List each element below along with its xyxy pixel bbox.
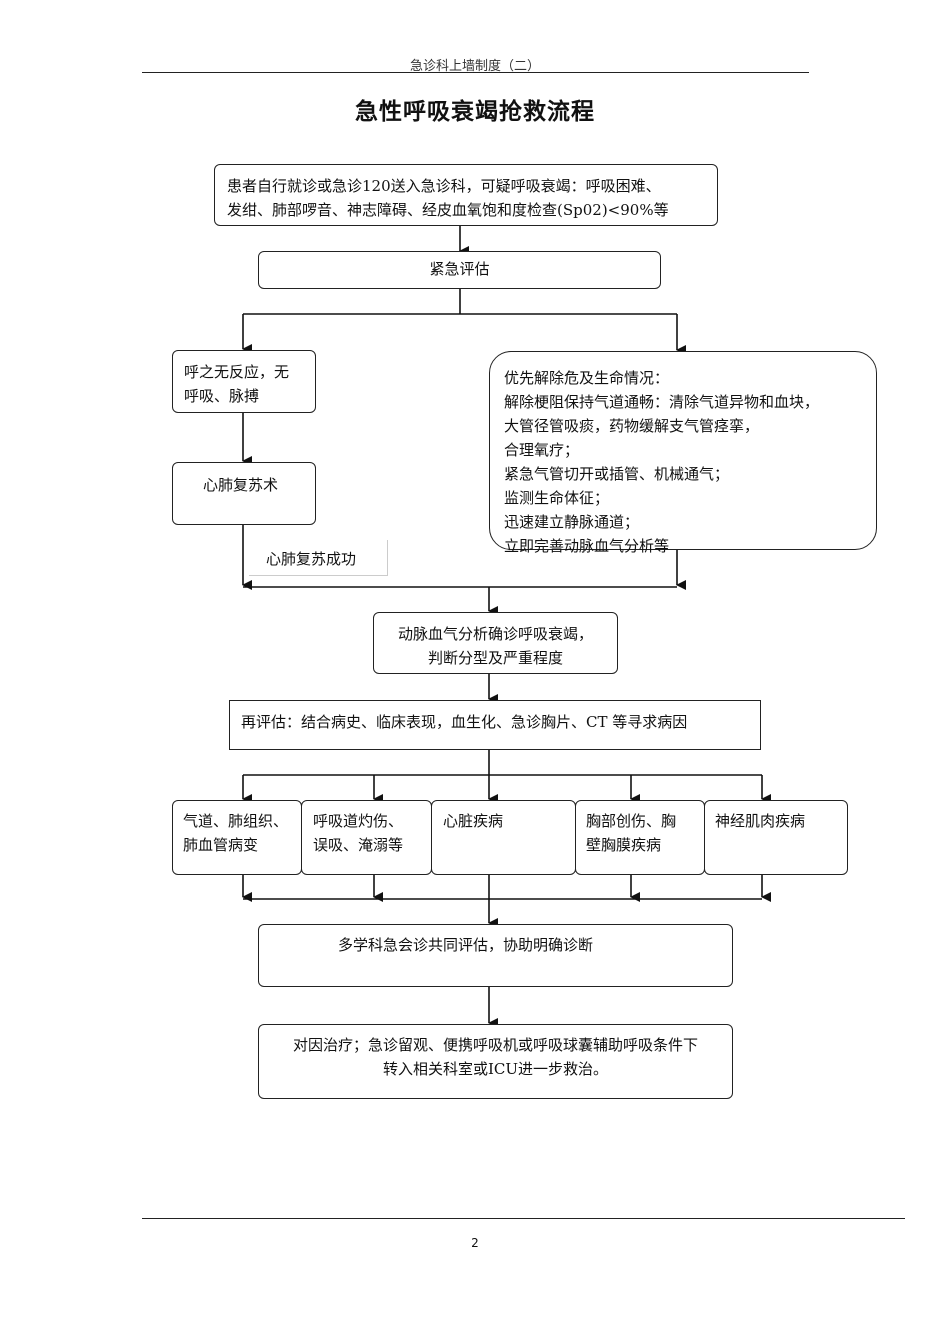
node-cause-cardiac: 心脏疾病 xyxy=(431,800,576,875)
node-text-line: 对因治疗；急诊留观、便携呼吸机或呼吸球囊辅助呼吸条件下 xyxy=(292,1036,698,1054)
node-text-line: 解除梗阻保持气道通畅：清除气道异物和血块， xyxy=(504,393,820,411)
node-text-line: 大管径管吸痰，药物缓解支气管痉挛， xyxy=(504,417,760,435)
node-text-line: 呼吸、脉搏 xyxy=(184,387,260,405)
node-reassessment: 再评估：结合病史、临床表现，血生化、急诊胸片、CT 等寻求病因 xyxy=(229,700,761,750)
node-cause-airway-lung: 气道、肺组织、 肺血管病变 xyxy=(172,800,302,875)
label-cpr-success: 心肺复苏成功 xyxy=(249,540,388,576)
node-text-line: 监测生命体征； xyxy=(504,489,610,507)
node-text-line: 胸部创伤、胸 xyxy=(586,812,677,830)
node-text-line: 心脏疾病 xyxy=(443,812,504,830)
label-text: 心肺复苏成功 xyxy=(266,550,357,568)
node-cause-chest-trauma: 胸部创伤、胸 壁胸膜疾病 xyxy=(575,800,705,875)
node-text-line: 呼吸道灼伤、 xyxy=(313,812,404,830)
node-text-line: 动脉血气分析确诊呼吸衰竭， xyxy=(397,625,593,643)
node-text-line: 患者自行就诊或急诊120送入急诊科，可疑呼吸衰竭：呼吸困难、 xyxy=(227,177,661,195)
node-text-line: 误吸、淹溺等 xyxy=(313,836,404,854)
page-number: 2 xyxy=(471,1236,479,1250)
node-text: 心肺复苏术 xyxy=(203,476,279,494)
node-cause-burn-aspiration: 呼吸道灼伤、 误吸、淹溺等 xyxy=(301,800,432,875)
node-text: 再评估：结合病史、临床表现，血生化、急诊胸片、CT 等寻求病因 xyxy=(241,713,688,731)
footer-divider xyxy=(142,1218,905,1219)
node-abg-diagnosis: 动脉血气分析确诊呼吸衰竭， 判断分型及严重程度 xyxy=(373,612,618,674)
node-cpr: 心肺复苏术 xyxy=(172,462,316,525)
node-unresponsive: 呼之无反应，无 呼吸、脉搏 xyxy=(172,350,316,413)
node-multidisciplinary-consult: 多学科急会诊共同评估，协助明确诊断 xyxy=(258,924,733,987)
node-text: 多学科急会诊共同评估，协助明确诊断 xyxy=(338,936,594,954)
node-text-line: 神经肌肉疾病 xyxy=(715,812,806,830)
header-divider xyxy=(142,72,809,73)
node-text-line: 优先解除危及生命情况： xyxy=(504,369,670,387)
node-text-line: 发绀、肺部啰音、神志障碍、经皮血氧饱和度检查(Sp02)<90%等 xyxy=(227,201,669,219)
node-priority-interventions: 优先解除危及生命情况： 解除梗阻保持气道通畅：清除气道异物和血块， 大管径管吸痰… xyxy=(489,351,877,555)
node-text-line: 合理氧疗； xyxy=(504,441,580,459)
document-header-title: 急诊科上墙制度（二） xyxy=(409,59,540,74)
node-text-line: 迅速建立静脉通道； xyxy=(504,513,640,531)
node-text-line: 肺血管病变 xyxy=(183,836,259,854)
node-cause-neuromuscular: 神经肌肉疾病 xyxy=(704,800,848,875)
node-text-line: 呼之无反应，无 xyxy=(184,363,290,381)
node-emergency-assessment: 紧急评估 xyxy=(258,251,661,289)
node-text-line: 壁胸膜疾病 xyxy=(586,836,662,854)
node-text: 紧急评估 xyxy=(429,260,490,278)
node-text-line: 气道、肺组织、 xyxy=(183,812,289,830)
node-initial-presentation: 患者自行就诊或急诊120送入急诊科，可疑呼吸衰竭：呼吸困难、 发绀、肺部啰音、神… xyxy=(214,164,718,226)
node-text-line: 紧急气管切开或插管、机械通气； xyxy=(504,465,730,483)
node-text-line: 转入相关科室或ICU进一步救治。 xyxy=(382,1060,609,1078)
node-text-line: 立即完善动脉血气分析等 xyxy=(504,537,670,555)
node-treatment-transfer: 对因治疗；急诊留观、便携呼吸机或呼吸球囊辅助呼吸条件下 转入相关科室或ICU进一… xyxy=(258,1024,733,1099)
flowchart-title: 急性呼吸衰竭抢救流程 xyxy=(355,99,595,125)
node-text-line: 判断分型及严重程度 xyxy=(427,649,563,667)
